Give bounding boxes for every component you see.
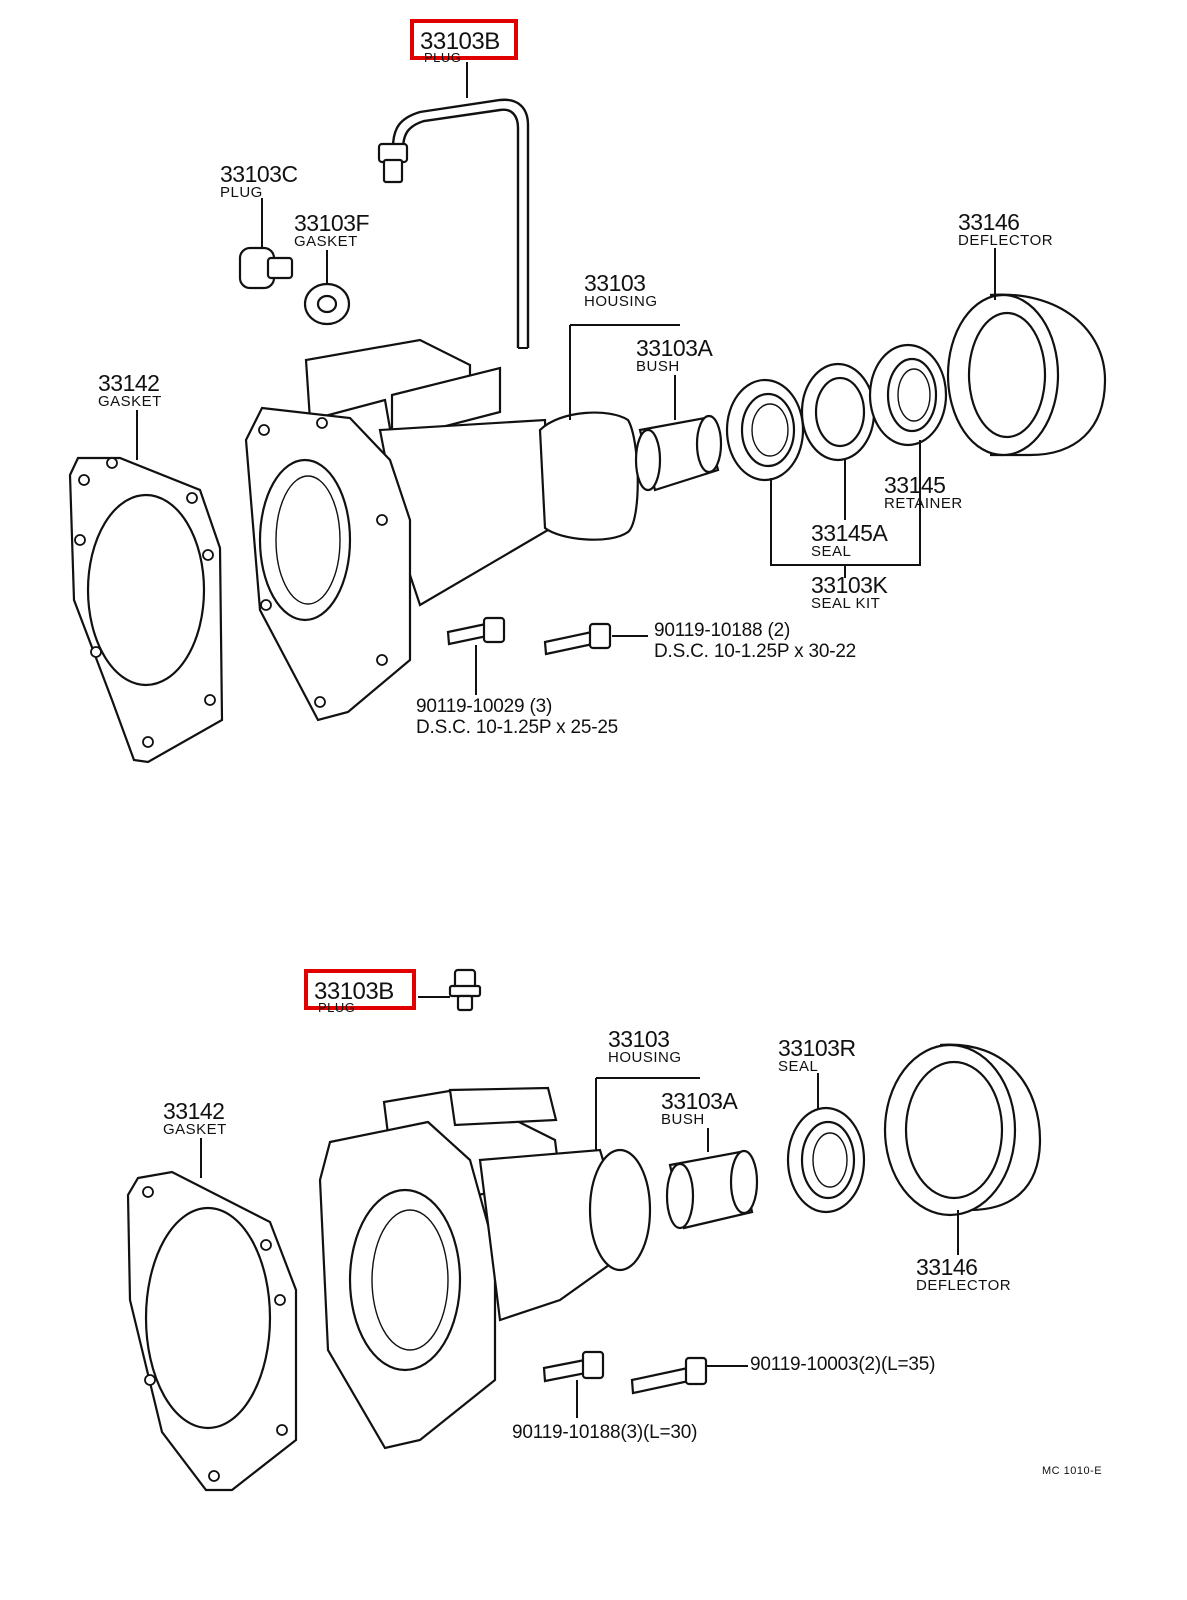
lower-deflector-name: DEFLECTOR [916, 1277, 1012, 1294]
gasket-f-drawing [303, 250, 351, 326]
lower-housing-label: 33103 HOUSING [608, 1026, 682, 1066]
upper-plug-b-highlight: 33103B [410, 19, 518, 60]
upper-bush-name: BUSH [636, 358, 680, 375]
upper-deflector-number: 33146 [958, 209, 1020, 235]
diagram-code: MC 1010-E [1042, 1465, 1103, 1477]
upper-gasket-label: 33142 GASKET [98, 370, 162, 410]
gasket-lower-drawing [126, 1138, 298, 1492]
seal-upper-drawing [725, 378, 805, 482]
upper-seal-label: 33145A SEAL [811, 520, 888, 560]
upper-bolt-a-label: 90119-10188 (2) D.S.C. 10-1.25P x 30-22 [654, 620, 856, 662]
lower-plug-b-number: 33103B [314, 978, 394, 1005]
upper-bush-number: 33103A [636, 335, 713, 361]
upper-deflector-label: 33146 DEFLECTOR [958, 209, 1054, 249]
housing-upper-drawing [244, 324, 680, 722]
lower-deflector-number: 33146 [916, 1254, 978, 1280]
bolts-upper-drawing [446, 616, 648, 695]
upper-gasket-f-label: 33103F GASKET [294, 210, 370, 250]
upper-bolt-b-label: 90119-10029 (3) D.S.C. 10-1.25P x 25-25 [416, 696, 618, 738]
lower-bolt-b-line1: 90119-10188(3)(L=30) [512, 1422, 698, 1443]
lower-bush-label: 33103A BUSH [661, 1088, 738, 1128]
lower-gasket-name: GASKET [163, 1121, 227, 1138]
upper-housing-name: HOUSING [584, 293, 658, 310]
lower-housing-name: HOUSING [608, 1049, 682, 1066]
retainer-upper-drawing [868, 343, 948, 447]
upper-seal-kit-name: SEAL KIT [811, 595, 881, 612]
deflector-lower-drawing [883, 1043, 1042, 1255]
lower-housing-number: 33103 [608, 1026, 670, 1052]
upper-seal-name: SEAL [811, 543, 852, 560]
upper-plug-b-number: 33103B [420, 28, 500, 55]
upper-bolt-a-line1: 90119-10188 (2) [654, 620, 791, 641]
lower-bolt-b-label: 90119-10188(3)(L=30) [512, 1422, 697, 1443]
upper-retainer-name: RETAINER [884, 495, 963, 512]
lower-bolt-a-label: 90119-10003(2)(L=35) [750, 1354, 935, 1375]
lower-gasket-label: 33142 GASKET [163, 1098, 227, 1138]
lower-deflector-label: 33146 DEFLECTOR [916, 1254, 1012, 1294]
deflector-upper-drawing [946, 248, 1107, 457]
upper-bolt-b-line2: D.S.C. 10-1.25P x 25-25 [416, 717, 619, 738]
breather-tube-drawing [377, 62, 530, 349]
lower-seal-number: 33103R [778, 1035, 856, 1061]
upper-plug-b-name: PLUG [424, 50, 462, 65]
upper-gasket-f-name: GASKET [294, 233, 358, 250]
plug-lower-drawing [418, 968, 482, 1012]
upper-plug-c-number: 33103C [220, 161, 298, 187]
upper-seal-kit-number: 33103K [811, 572, 888, 598]
upper-bolt-b-line1: 90119-10029 (3) [416, 696, 553, 717]
lower-bush-name: BUSH [661, 1111, 705, 1128]
gasket-upper-drawing [68, 410, 224, 764]
seal-lower-drawing [786, 1073, 866, 1214]
lower-seal-label: 33103R SEAL [778, 1035, 856, 1075]
bolts-lower-drawing [542, 1350, 748, 1418]
upper-retainer-number: 33145 [884, 472, 946, 498]
upper-deflector-name: DEFLECTOR [958, 232, 1054, 249]
upper-plug-c-label: 33103C PLUG [220, 161, 298, 201]
housing-lower-drawing [318, 1077, 700, 1450]
upper-bolt-a-line2: D.S.C. 10-1.25P x 30-22 [654, 641, 857, 662]
lower-bolt-a-line1: 90119-10003(2)(L=35) [750, 1354, 936, 1375]
seal-a-upper-drawing [800, 362, 876, 462]
bush-upper-drawing [634, 375, 723, 492]
upper-bush-label: 33103A BUSH [636, 335, 713, 375]
upper-seal-number: 33145A [811, 520, 888, 546]
upper-gasket-f-number: 33103F [294, 210, 370, 236]
upper-seal-kit-label: 33103K SEAL KIT [811, 572, 888, 612]
lower-seal-name: SEAL [778, 1058, 819, 1075]
seal-kit-bracket [770, 440, 921, 578]
lower-plug-b-name: PLUG [318, 1000, 356, 1015]
plug-c-drawing [238, 198, 294, 290]
lower-bush-number: 33103A [661, 1088, 738, 1114]
upper-housing-number: 33103 [584, 270, 646, 296]
bush-lower-drawing [665, 1128, 759, 1230]
upper-housing-label: 33103 HOUSING [584, 270, 658, 310]
upper-gasket-number: 33142 [98, 370, 160, 396]
upper-plug-c-name: PLUG [220, 184, 263, 201]
upper-retainer-label: 33145 RETAINER [884, 472, 963, 512]
lower-plug-b-highlight: 33103B [304, 969, 416, 1010]
lower-gasket-number: 33142 [163, 1098, 225, 1124]
upper-gasket-name: GASKET [98, 393, 162, 410]
